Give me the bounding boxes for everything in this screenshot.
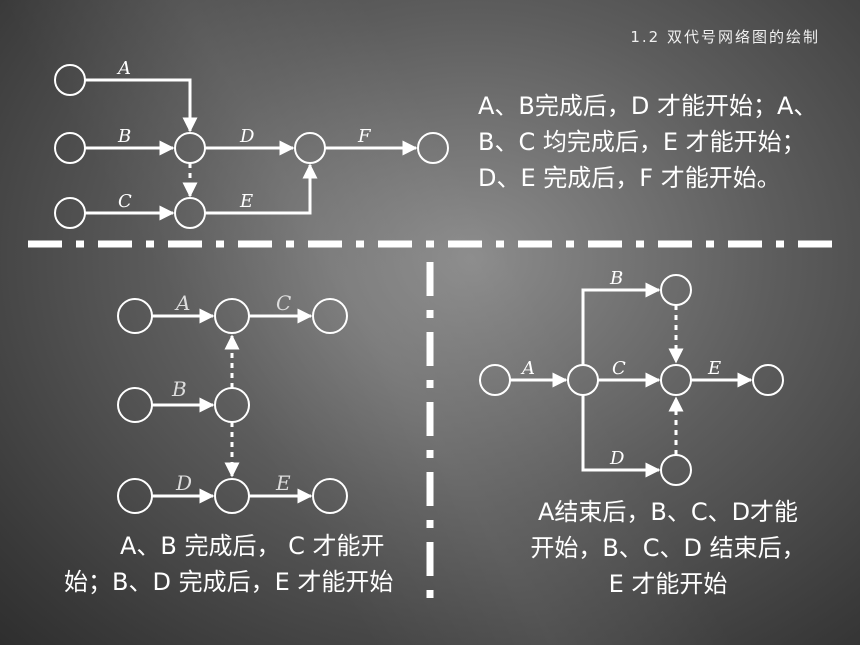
label-C: C (612, 358, 626, 379)
label-E: E (239, 191, 253, 212)
node (417, 132, 449, 164)
diagram-top: A B C D E F (54, 58, 449, 229)
node (54, 197, 86, 229)
node (174, 197, 206, 229)
edge-D (581, 395, 661, 478)
node (54, 132, 86, 164)
node (214, 298, 250, 334)
diagram-right: A B C D E (479, 268, 784, 486)
label-B: B (609, 268, 623, 289)
node (117, 298, 153, 334)
label-F: F (357, 126, 372, 147)
node (174, 132, 206, 164)
label-A: A (116, 58, 131, 79)
description-right: A结束后，B、C、D才能开始，B、C、D 结束后，E 才能开始 (530, 498, 806, 598)
node (660, 364, 692, 396)
node (117, 387, 153, 423)
node (214, 478, 250, 514)
edge-A (85, 78, 198, 133)
node (567, 364, 599, 396)
label-B: B (171, 377, 187, 401)
label-D: D (239, 126, 255, 147)
node (479, 364, 511, 396)
node (117, 478, 153, 514)
diagram-left: A C B D E (117, 291, 348, 514)
edge-B (581, 282, 661, 365)
label-E: E (707, 358, 721, 379)
label-A: A (174, 291, 190, 315)
description-top: A、B完成后，D 才能开始；A、B、C 均完成后，E 才能开始；D、E 完成后，… (478, 92, 818, 192)
node (214, 387, 250, 423)
label-D: D (609, 448, 625, 469)
label-D: D (175, 471, 192, 495)
label-A: A (520, 358, 535, 379)
node (312, 298, 348, 334)
label-B: B (117, 126, 131, 147)
node (752, 364, 784, 396)
node (294, 132, 326, 164)
node (660, 454, 692, 486)
edge-E (205, 163, 318, 215)
node (660, 274, 692, 306)
page-title: 1.2 双代号网络图的绘制 (630, 28, 820, 46)
label-E: E (275, 471, 291, 495)
label-C: C (118, 191, 132, 212)
node (54, 64, 86, 96)
label-C: C (276, 291, 291, 315)
node (312, 478, 348, 514)
description-left: A、B 完成后， C 才能开始；B、D 完成后，E 才能开始 (64, 532, 394, 596)
